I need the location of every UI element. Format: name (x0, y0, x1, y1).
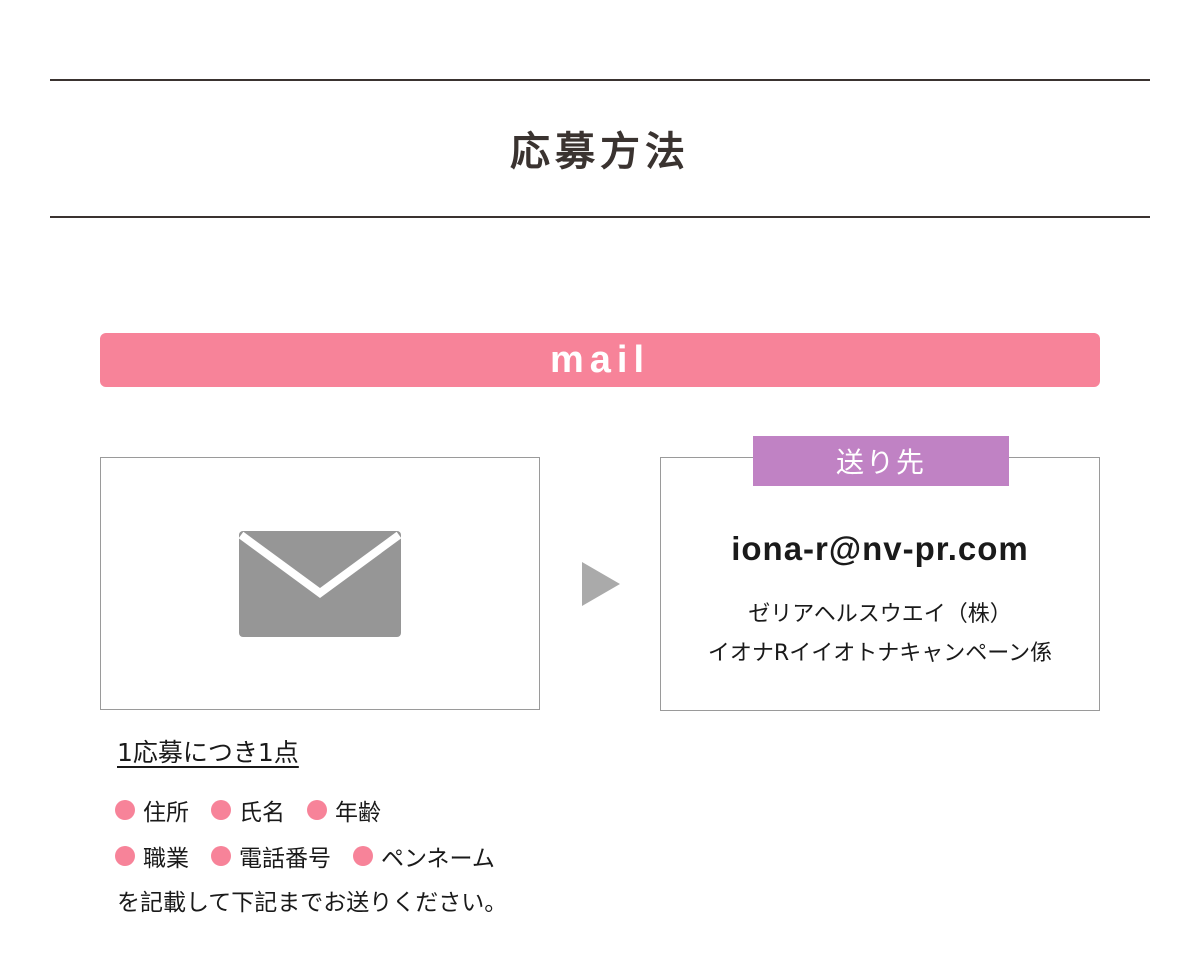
required-item: ペンネーム (353, 839, 495, 873)
bullet-dot-icon (353, 846, 373, 866)
bullet-dot-icon (307, 800, 327, 820)
bullet-dot-icon (211, 846, 231, 866)
bullet-dot-icon (115, 800, 135, 820)
required-item-label: 電話番号 (239, 846, 331, 872)
envelope-panel (100, 457, 540, 710)
page-title: 応募方法 (510, 129, 690, 175)
entry-limit-note: 1応募につき1点 (117, 738, 299, 767)
destination-tag: 送り先 (753, 436, 1009, 486)
required-item-label: 職業 (143, 846, 189, 872)
mail-banner-label: mail (549, 338, 651, 381)
required-item-label: 氏名 (239, 800, 285, 826)
destination-company: ゼリアヘルスウエイ（株） (748, 602, 1012, 627)
required-item-label: 住所 (143, 800, 189, 826)
required-item: 氏名 (211, 793, 285, 827)
closing-instruction: を記載して下記までお送りください。 (117, 890, 508, 916)
top-divider (50, 79, 1150, 81)
mail-banner: mail (100, 333, 1100, 387)
required-item: 職業 (115, 839, 189, 873)
destination-panel (660, 457, 1100, 711)
required-item-label: ペンネーム (381, 846, 495, 872)
required-items-row: 職業 電話番号 ペンネーム (115, 839, 517, 873)
arrow-right-icon (582, 562, 620, 606)
envelope-icon (239, 531, 401, 637)
required-item: 年齢 (307, 793, 381, 827)
destination-email: iona-r@nv-pr.com (731, 530, 1029, 567)
bullet-dot-icon (211, 800, 231, 820)
required-item: 電話番号 (211, 839, 331, 873)
bottom-divider (50, 216, 1150, 218)
required-items-row: 住所 氏名 年齢 (115, 793, 403, 827)
required-item-label: 年齢 (335, 800, 381, 826)
required-item: 住所 (115, 793, 189, 827)
bullet-dot-icon (115, 846, 135, 866)
destination-department: イオナRイイオトナキャンペーン係 (707, 641, 1053, 666)
